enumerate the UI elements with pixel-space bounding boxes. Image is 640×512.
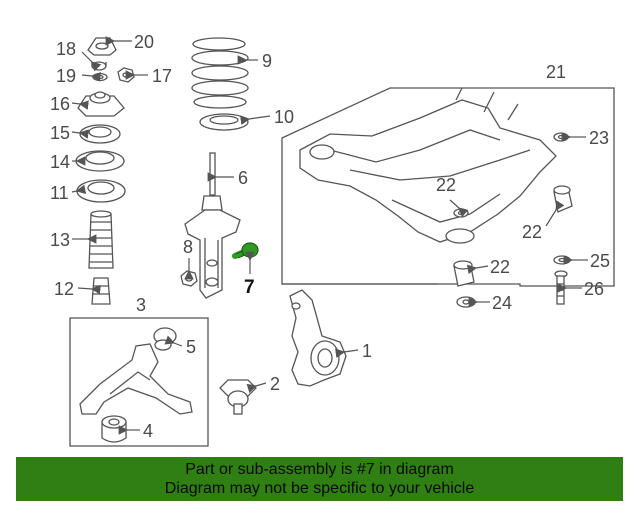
callout-12[interactable]: 12 <box>54 279 74 299</box>
callout-8[interactable]: 8 <box>183 237 193 257</box>
part-14-spring-seat <box>75 150 125 172</box>
part-5-bushing <box>153 327 177 351</box>
callout-6[interactable]: 6 <box>238 168 248 188</box>
part-18-nut <box>91 61 107 71</box>
callout-18[interactable]: 18 <box>56 39 76 59</box>
callout-1[interactable]: 1 <box>362 341 372 361</box>
callout-22-lower[interactable]: 22 <box>490 257 510 277</box>
callout-14[interactable]: 14 <box>50 152 70 172</box>
callout-19[interactable]: 19 <box>56 66 76 86</box>
part-23-washer <box>453 208 469 218</box>
callout-9[interactable]: 9 <box>262 51 272 71</box>
callout-2[interactable]: 2 <box>270 374 280 394</box>
callout-26[interactable]: 25 <box>590 251 610 271</box>
callout-21[interactable]: 21 <box>546 62 566 82</box>
callout-3[interactable]: 3 <box>136 295 146 315</box>
callout-7-highlighted[interactable]: 7 <box>244 277 255 298</box>
part-17-nut <box>117 67 135 83</box>
callout-labels: 20 18 19 17 16 15 14 11 13 12 9 10 6 8 7… <box>50 32 610 441</box>
part-3-lower-control-arm <box>79 343 193 415</box>
part-8-nut <box>180 270 198 287</box>
callout-25[interactable]: 24 <box>492 293 512 313</box>
part-20-dust-cap <box>87 37 117 56</box>
part-25-washer <box>456 296 476 308</box>
info-banner: Part or sub-assembly is #7 in diagram Di… <box>16 457 623 501</box>
callout-20[interactable]: 20 <box>134 32 154 52</box>
part-24-washer <box>553 132 569 142</box>
callout-16[interactable]: 16 <box>50 94 70 114</box>
banner-line-part-number: Part or sub-assembly is #7 in diagram <box>185 461 454 478</box>
part-27-bolt <box>554 270 568 305</box>
callout-17[interactable]: 17 <box>152 66 172 86</box>
callout-11[interactable]: 11 <box>50 183 69 203</box>
part-26-washer <box>553 255 571 265</box>
callout-27[interactable]: 26 <box>584 279 604 299</box>
part-15-bearing <box>79 124 121 144</box>
part-13-dust-boot <box>88 210 114 269</box>
part-4-bushing <box>101 415 127 443</box>
part-7-bolt-highlighted[interactable] <box>232 242 259 259</box>
callout-22-upper[interactable]: 22 <box>522 222 542 242</box>
part-11-insulator <box>76 179 126 203</box>
parts-diagram: 20 18 19 17 16 15 14 11 13 12 9 10 6 8 7… <box>50 32 615 447</box>
callout-4[interactable]: 4 <box>143 421 153 441</box>
callout-10[interactable]: 10 <box>274 107 294 127</box>
part-21-crossmember <box>299 87 557 244</box>
part-16-strut-mount <box>77 91 125 117</box>
part-19-washer <box>92 72 108 82</box>
banner-line-disclaimer: Diagram may not be specific to your vehi… <box>164 480 475 497</box>
part-2-ball-joint <box>219 379 257 415</box>
part-22-bushing-upper <box>553 185 573 213</box>
part-9-coil-spring <box>191 37 249 109</box>
callout-23[interactable]: 22 <box>436 175 456 195</box>
callout-5[interactable]: 5 <box>186 337 196 357</box>
part-10-spring-pad <box>199 113 249 131</box>
callout-13[interactable]: 13 <box>50 230 70 250</box>
part-12-bump-stop <box>91 277 111 305</box>
callout-24[interactable]: 23 <box>589 128 609 148</box>
control-arm-group-box <box>69 317 209 447</box>
callout-15[interactable]: 15 <box>50 123 70 143</box>
leader-lines <box>71 36 588 435</box>
part-1-steering-knuckle <box>289 289 347 387</box>
part-22-bushing-lower <box>453 260 475 287</box>
